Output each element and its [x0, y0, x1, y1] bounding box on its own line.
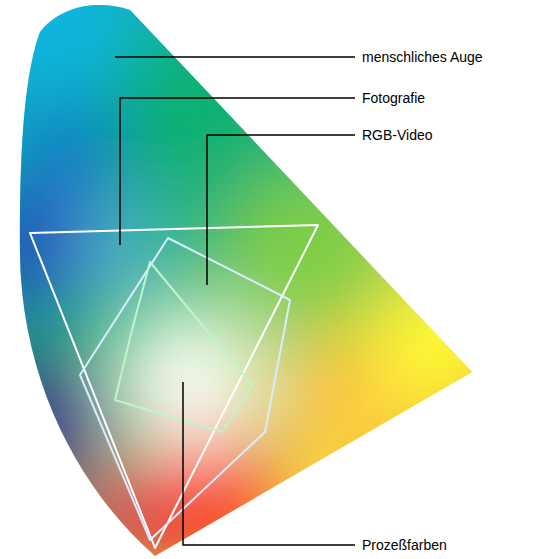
- leader-line: [120, 98, 355, 245]
- leader-label: RGB-Video: [360, 127, 435, 143]
- leader-line: [115, 56, 355, 58]
- leader-line: [207, 135, 355, 285]
- leader-label: Prozeßfarben: [360, 537, 449, 553]
- leader-label: Fotografie: [360, 90, 427, 106]
- photo-gamut: [30, 225, 318, 548]
- video-gamut: [80, 238, 290, 540]
- leader-lines: [115, 57, 355, 545]
- gamut-outlines: [30, 225, 318, 548]
- leader-label: menschliches Auge: [360, 49, 485, 65]
- leader-line: [183, 382, 355, 545]
